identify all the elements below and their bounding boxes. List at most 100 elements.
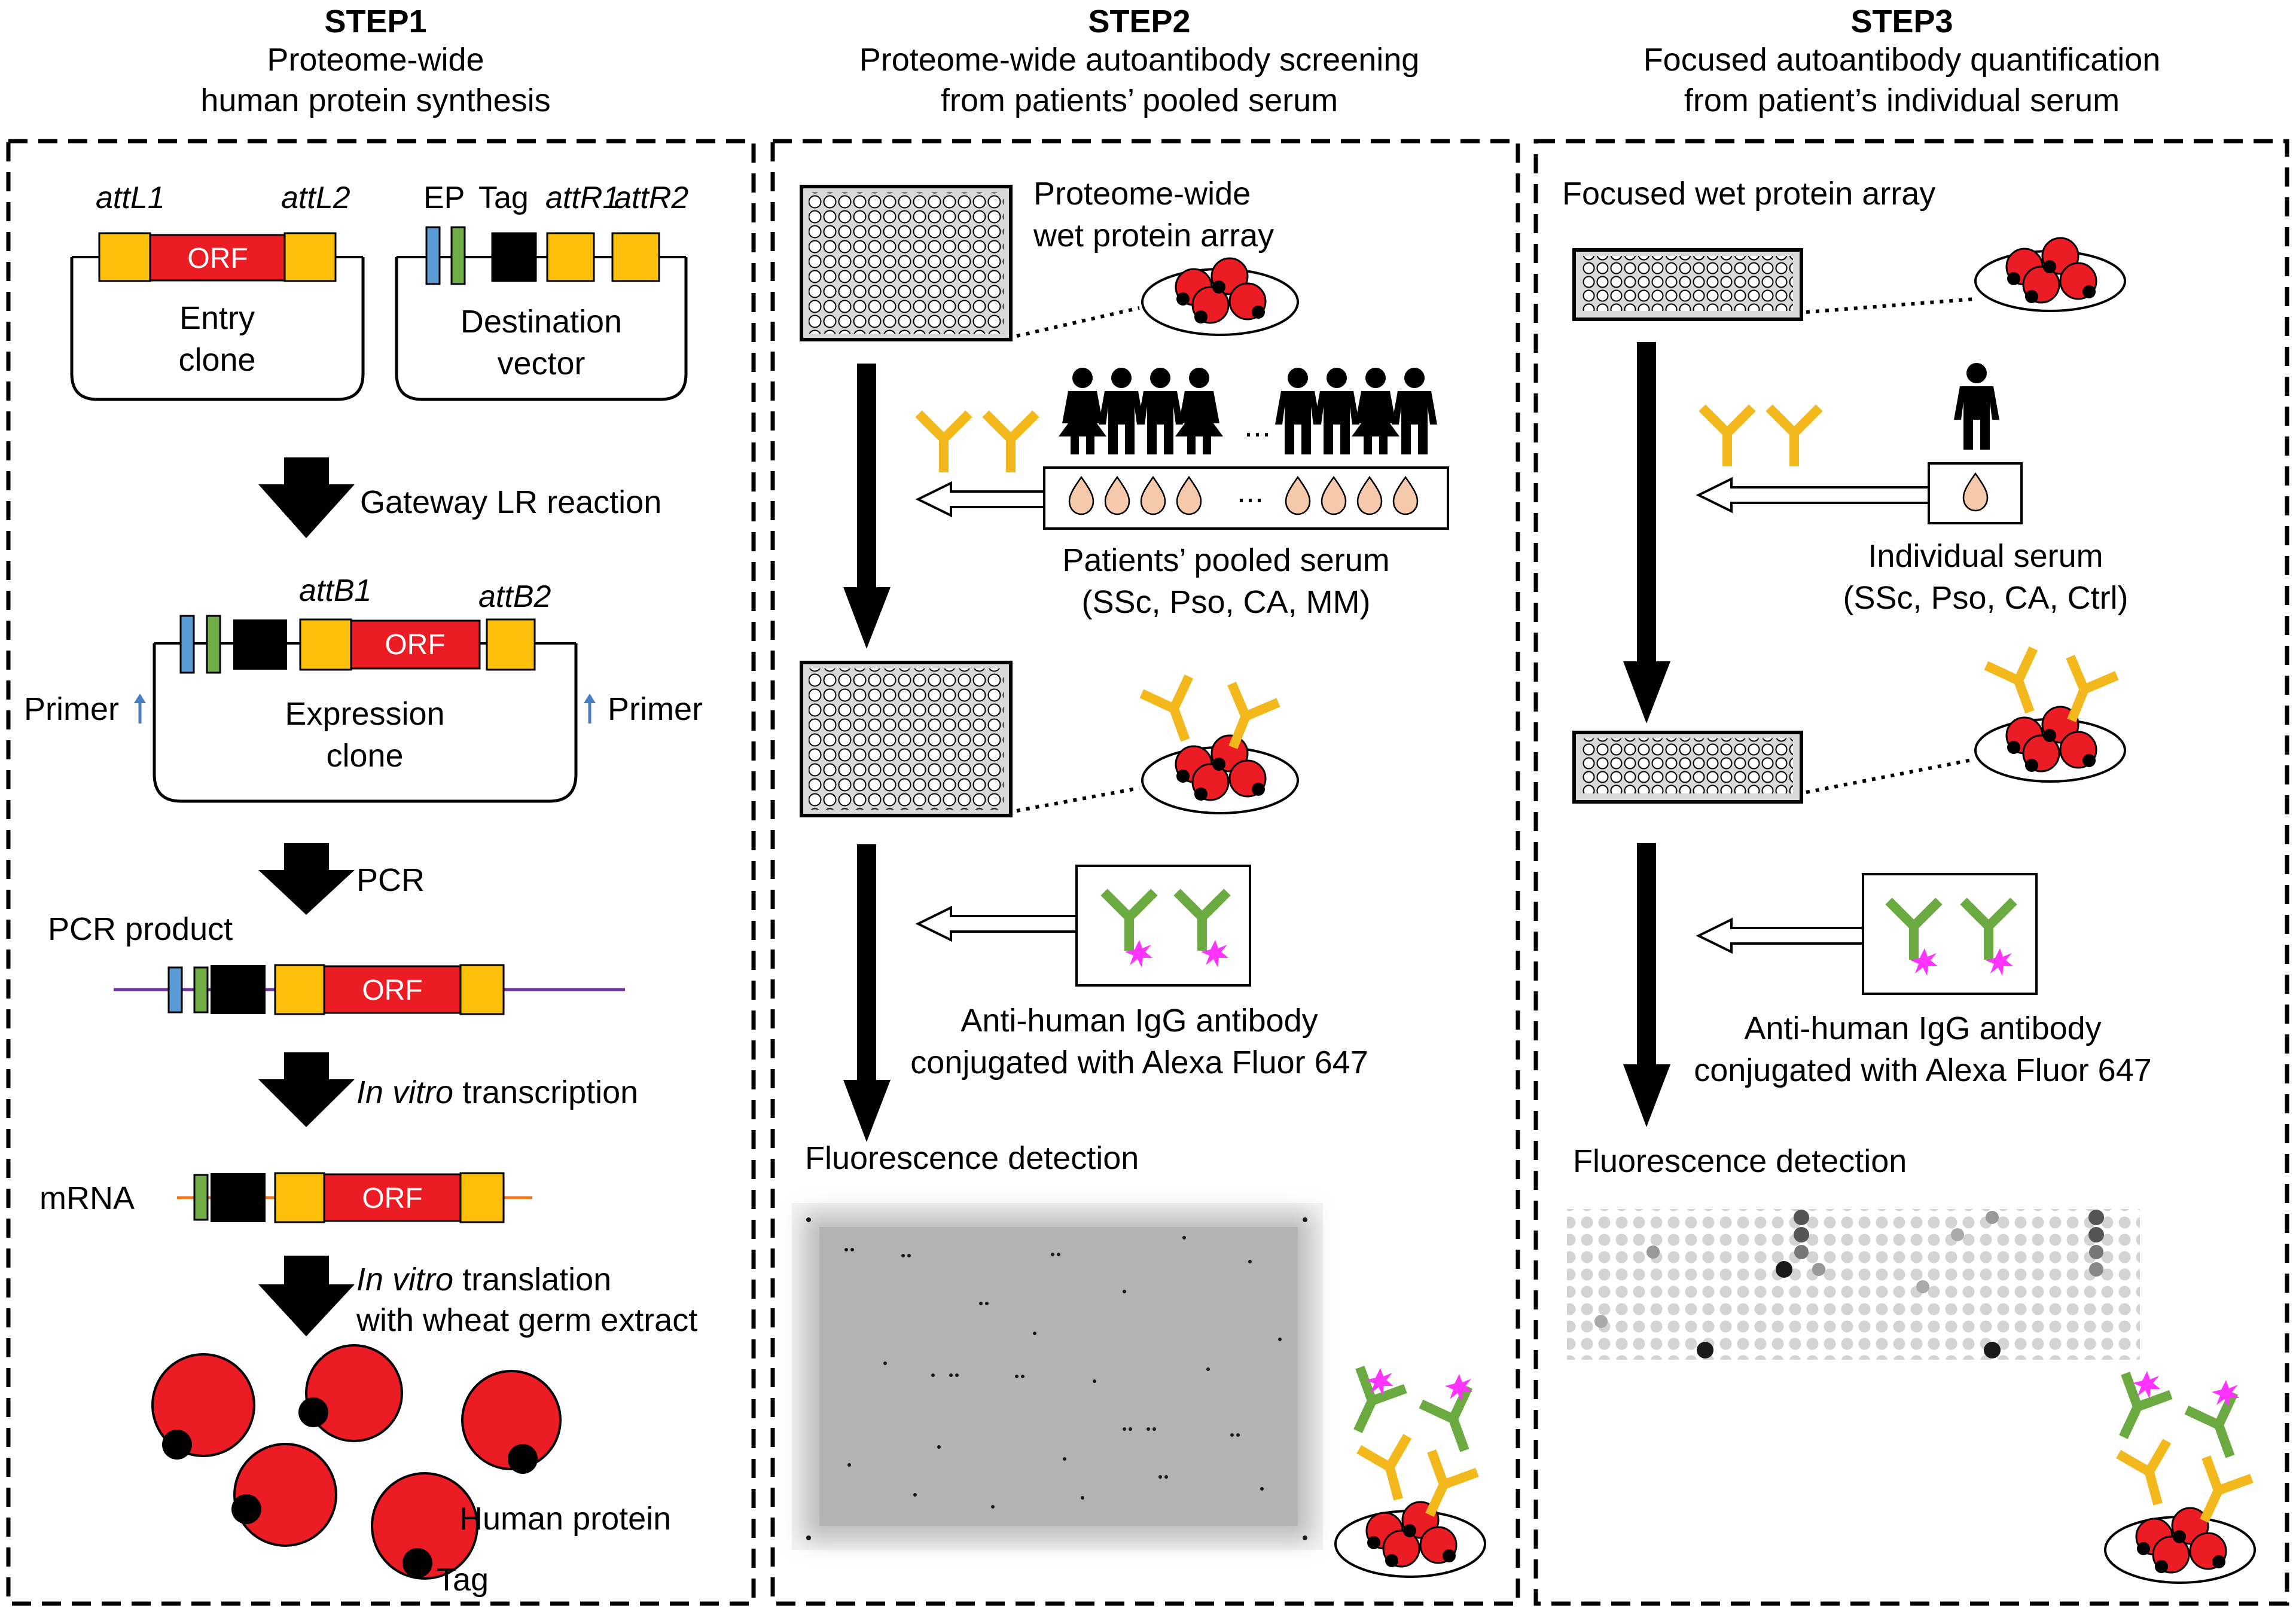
bound-antibody-complex: [1335, 1367, 1488, 1578]
expression-clone-line2: clone: [326, 738, 403, 774]
mrna-strand: ORF: [177, 1172, 532, 1223]
protein-icon: [231, 1443, 337, 1547]
entry-clone: ORF attL1 attL2 Entry clone: [70, 181, 365, 401]
focused-fluorescence-image: [1567, 1209, 2140, 1360]
translation-text: translation: [453, 1262, 611, 1298]
person-icon: [1392, 368, 1437, 454]
destination-vector-line1: Destination: [461, 304, 622, 340]
well-plate-icon: [800, 185, 1013, 341]
protein-icon: [461, 1370, 562, 1474]
pcr-product: ORF: [114, 964, 625, 1015]
entry-clone-line1: Entry: [179, 300, 255, 336]
arrow-down-icon: [843, 844, 891, 1142]
person-icon: [1175, 368, 1223, 454]
arrow-down-icon: [1623, 843, 1670, 1127]
well-plate-icon: [1572, 248, 1803, 321]
human-protein-label: Human protein: [459, 1501, 671, 1537]
person-icon: [1059, 368, 1106, 454]
primer-arrow-icon: [134, 694, 146, 723]
people-ellipsis: ...: [1244, 408, 1271, 444]
step2-serum-line1: Patients’ pooled serum: [1062, 542, 1389, 578]
transcription-text: transcription: [453, 1074, 638, 1110]
arrow-down-icon: [258, 1256, 355, 1336]
step2-subtitle-line2: from patients’ pooled serum: [941, 83, 1338, 118]
expression-orf-label: ORF: [385, 629, 445, 661]
person-icon: [1314, 368, 1359, 454]
entry-clone-line2: clone: [178, 342, 255, 378]
step2-fluorescence-label: Fluorescence detection: [805, 1140, 1139, 1176]
gateway-lr-label: Gateway LR reaction: [360, 484, 661, 520]
step3-serum-line1: Individual serum: [1868, 538, 2103, 574]
step3-subtitle-line1: Focused autoantibody quantification: [1644, 42, 2161, 78]
step2-title: STEP2: [1088, 4, 1190, 39]
arrow-down-icon: [1623, 342, 1670, 723]
step3-fluorescence-label: Fluorescence detection: [1573, 1143, 1907, 1179]
step1-title: STEP1: [324, 4, 426, 39]
mrna-orf-label: ORF: [362, 1183, 422, 1214]
zoom-line: [1016, 786, 1140, 813]
protein-icon: [371, 1472, 478, 1580]
hollow-arrow-left-icon: [1696, 917, 1864, 954]
in-vitro-transcription-label: In vitro transcription: [356, 1074, 638, 1110]
hollow-arrow-left-icon: [1696, 477, 1930, 514]
step1-subtitle-line2: human protein synthesis: [200, 83, 550, 118]
person-icon: [1099, 368, 1144, 454]
protein-icon: [151, 1353, 255, 1460]
step2-serum-line2: (SSc, Pso, CA, MM): [1081, 584, 1370, 620]
well-plate-icon: [800, 661, 1013, 817]
antibody-icon: [1142, 676, 1209, 749]
antibody-icon: [1769, 408, 1819, 466]
secondary-antibody-box: [1862, 873, 2038, 995]
antibody-icon: [1702, 408, 1752, 466]
serum-ellipsis: ...: [1237, 474, 1264, 509]
well-plate-icon: [1572, 731, 1803, 804]
step3-anti-line2: conjugated with Alexa Fluor 647: [1694, 1052, 2152, 1088]
attB1-label: attB1: [299, 573, 371, 608]
fluorescence-scan-image: [792, 1203, 1323, 1550]
primer-arrow-icon: [584, 694, 596, 723]
antibody-icon: [919, 414, 969, 472]
attR1-label: attR1: [545, 181, 620, 215]
step1-subtitle-line1: Proteome-wide: [267, 42, 484, 78]
person-icon: [1275, 368, 1321, 454]
pcr-label: PCR: [356, 862, 425, 898]
in-vitro-translation-label: In vitro translation: [356, 1262, 611, 1298]
attL1-label: attL1: [96, 181, 165, 215]
antibody-icon: [986, 414, 1036, 472]
attR2-label: attR2: [614, 181, 688, 215]
step3-subtitle-line2: from patient’s individual serum: [1684, 83, 2120, 118]
arrow-down-icon: [258, 457, 355, 538]
pcr-product-label: PCR product: [48, 911, 233, 947]
hollow-arrow-left-icon: [915, 905, 1078, 942]
arrow-down-icon: [258, 1052, 355, 1127]
step2-panel: [770, 139, 1520, 1606]
step3-title: STEP3: [1850, 4, 1953, 39]
antibody-icon: [1986, 648, 2053, 721]
zoom-line: [1806, 758, 1975, 794]
step3-anti-line1: Anti-human IgG antibody: [1744, 1010, 2101, 1046]
destination-vector-line2: vector: [497, 346, 585, 381]
step2-anti-line2: conjugated with Alexa Fluor 647: [910, 1045, 1368, 1080]
pcr-orf-label: ORF: [362, 975, 422, 1006]
attB2-label: attB2: [478, 579, 551, 614]
arrow-down-icon: [258, 843, 355, 915]
in-vitro-italic: In vitro: [356, 1262, 453, 1298]
destination-vector: EP Tag attR1 attR2 Destination vector: [395, 181, 688, 401]
tag-bottom-label: Tag: [437, 1562, 489, 1598]
entry-orf-label: ORF: [187, 243, 248, 274]
wheat-germ-label: with wheat germ extract: [356, 1302, 697, 1338]
mrna-label: mRNA: [39, 1180, 135, 1216]
step2-anti-line1: Anti-human IgG antibody: [961, 1003, 1318, 1039]
secondary-antibody-box: [1075, 865, 1251, 987]
hollow-arrow-left-icon: [915, 481, 1045, 518]
expression-clone: ORF attB1 attB2 Expression clone: [153, 573, 578, 803]
person-icon: [1954, 363, 1999, 450]
tag-label: Tag: [478, 181, 529, 215]
step2-array-line1: Proteome-wide: [1033, 176, 1251, 212]
step2-array-line2: wet protein array: [1033, 218, 1274, 254]
ep-label: EP: [423, 181, 465, 215]
attL2-label: attL2: [281, 181, 350, 215]
step3-panel: [1533, 139, 2289, 1606]
person-icon: [1352, 368, 1399, 454]
